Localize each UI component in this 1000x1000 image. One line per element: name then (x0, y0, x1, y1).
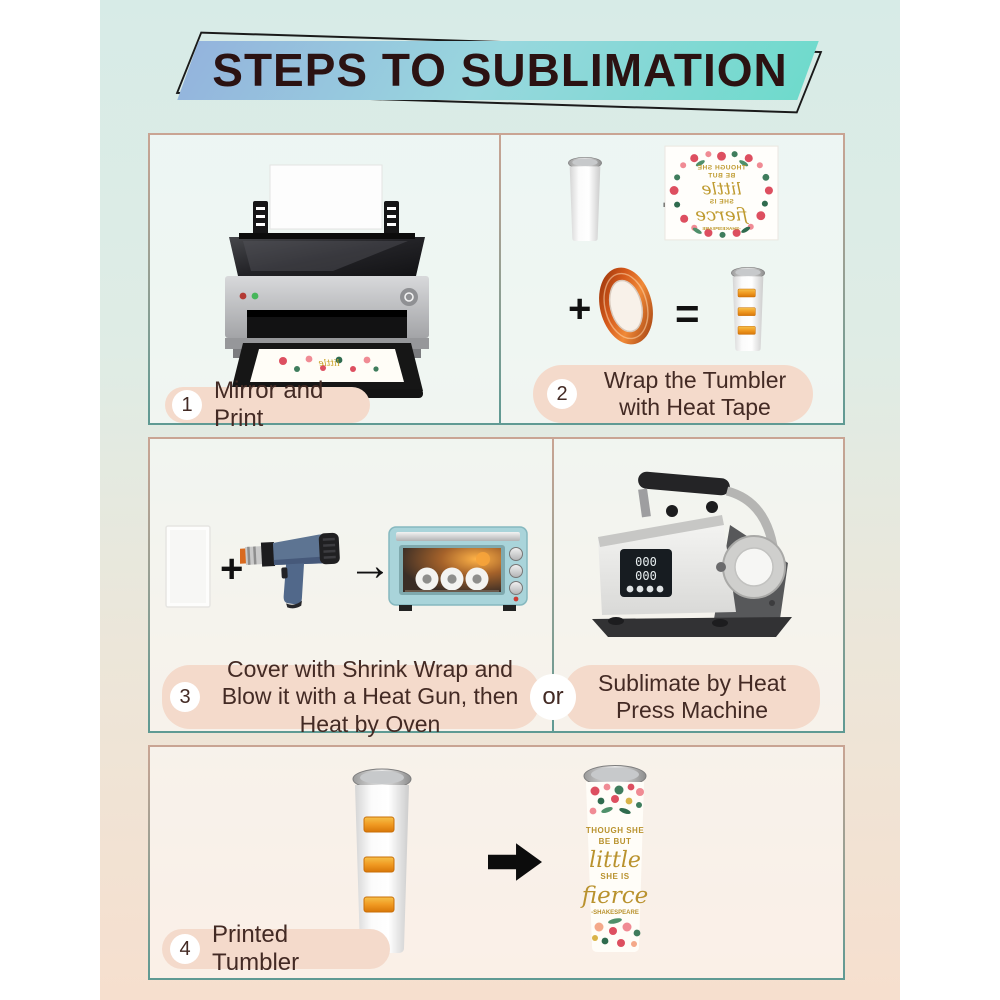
shrink-wrap-sheet-illustration (165, 525, 211, 608)
step-4-label-pill: 4 Printed Tumbler (162, 921, 390, 976)
printed-sheet-script: little (318, 359, 339, 369)
design-quote-line3: little (701, 180, 741, 200)
tumbler-quote-line3: little (589, 848, 641, 873)
tumbler-quote-line6: -SHAKESPEARE (591, 910, 639, 916)
step-label: Sublimate by Heat Press Machine (598, 669, 786, 723)
design-quote-line1: THOUGH SHE (697, 164, 746, 171)
step-2-label-pill: 2 Wrap the Tumbler with Heat Tape (533, 365, 813, 423)
tumbler-quote-line4: SHE IS (600, 872, 629, 881)
design-quote-line2: BE BUT (708, 172, 735, 179)
design-quote-line6: -SHAKESPEARE (702, 226, 741, 232)
heat-tape-illustration (599, 267, 653, 345)
design-quote-line4: SHE IS (709, 199, 734, 206)
taped-tumbler-large-illustration (352, 768, 412, 953)
design-sheet-illustration: THOUGH SHE BE BUT little SHE IS fierce -… (664, 145, 779, 241)
equals-sign: = (675, 290, 700, 337)
blank-tumbler-illustration (568, 157, 602, 241)
heat-press-illustration: 000 000 (592, 471, 792, 637)
heat-press-display-line1: 000 (635, 555, 657, 569)
step-label: Wrap the Tumbler with Heat Tape (603, 366, 787, 420)
plus-sign: + (220, 547, 244, 591)
arrow-right-symbol: → (348, 541, 392, 590)
step-number-badge: 4 (170, 934, 200, 964)
printer-illustration: little (225, 164, 429, 398)
tumbler-quote-line2: BE BUT (599, 837, 632, 846)
page-title: STEPS TO SUBLIMATION (212, 44, 788, 96)
step-number-badge: 1 (172, 390, 202, 420)
infographic-canvas: STEPS TO SUBLIMATION (100, 0, 900, 1000)
tumbler-quote-line5: fierce (580, 883, 648, 909)
step-label: Printed Tumbler (212, 920, 300, 976)
step-3-label-pill: 3 Cover with Shrink Wrap and Blow it wit… (162, 656, 540, 737)
step-row-middle: + → (148, 437, 845, 737)
heat-press-display-line2: 000 (635, 569, 657, 583)
plus-sign: + (568, 287, 592, 331)
printed-tumbler-illustration: THOUGH SHE BE BUT little SHE IS fierce -… (580, 765, 648, 952)
design-quote-line5: fierce (695, 205, 749, 226)
step-1-label-pill: 1 Mirror and Print (165, 377, 370, 432)
alternative-label-pill: Sublimate by Heat Press Machine (564, 665, 820, 729)
panel-divider (499, 135, 501, 423)
taped-tumbler-illustration (731, 267, 765, 351)
step-label: Cover with Shrink Wrap and Blow it with … (221, 656, 519, 737)
or-badge: or (530, 674, 576, 720)
step-row-top: little 1 Mirror and Print + (148, 133, 845, 432)
step-label: Mirror and Print (214, 376, 324, 432)
arrow-right-icon (488, 843, 542, 881)
oven-illustration (388, 526, 528, 611)
step-row-bottom: THOUGH SHE BE BUT little SHE IS fierce -… (148, 745, 845, 980)
panel-divider (552, 439, 554, 731)
step-number-badge: 2 (547, 379, 577, 409)
step-number-badge: 3 (170, 682, 200, 712)
tumbler-quote-line1: THOUGH SHE (586, 826, 645, 835)
heat-gun-illustration (240, 532, 340, 609)
